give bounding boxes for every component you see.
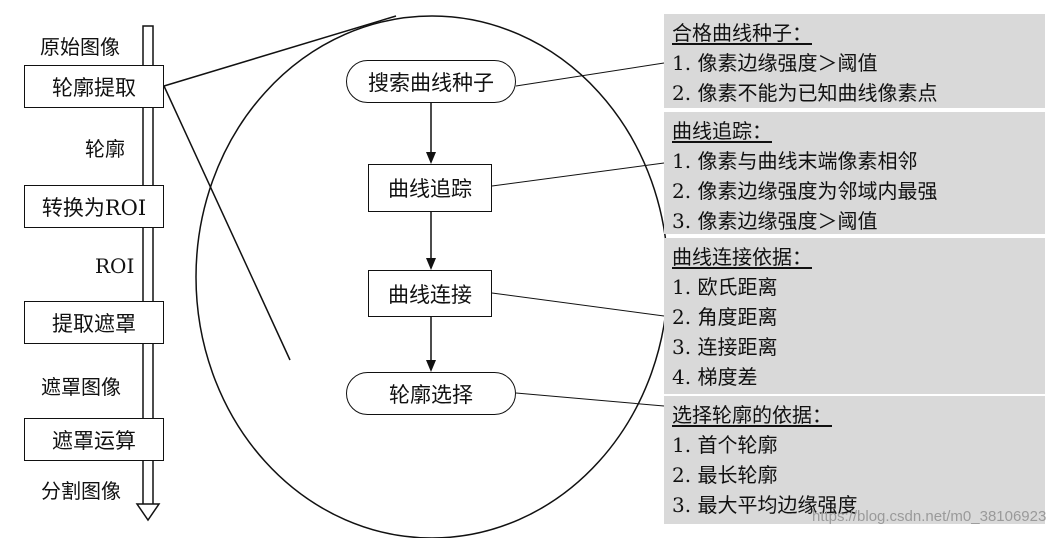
step-box-contour-extract: 轮廓提取 (24, 65, 164, 108)
panel-title: 曲线追踪： (672, 119, 772, 143)
leader-line-1 (515, 62, 665, 87)
panel-item: 3. 连接距离 (672, 335, 778, 359)
panel-selection-criteria: 选择轮廓的依据： 1. 首个轮廓 2. 最长轮廓 3. 最大平均边缘强度 (664, 396, 1045, 524)
watermark: https://blog.csdn.net/m0_38106923 (812, 508, 1047, 525)
node-contour-select: 轮廓选择 (346, 372, 516, 415)
label-roi: ROI (95, 254, 135, 278)
panel-item: 2. 最长轮廓 (672, 463, 778, 487)
panel-title: 曲线连接依据： (672, 245, 812, 269)
panel-item: 1. 首个轮廓 (672, 433, 778, 457)
panel-item: 1. 欧氏距离 (672, 275, 778, 299)
node-search-seed: 搜索曲线种子 (346, 60, 516, 103)
node-curve-tracking: 曲线追踪 (368, 164, 492, 212)
panel-title: 选择轮廓的依据： (672, 403, 832, 427)
panel-item: 1. 像素边缘强度＞阈值 (672, 51, 878, 75)
step-box-convert-roi: 转换为ROI (24, 185, 164, 228)
label-segmented-image: 分割图像 (41, 479, 121, 503)
flow-bar-arrowhead (135, 503, 161, 522)
panel-item: 4. 梯度差 (672, 365, 758, 389)
panel-seed-criteria: 合格曲线种子： 1. 像素边缘强度＞阈值 2. 像素不能为已知曲线像素点 (664, 14, 1045, 108)
label-mask-image: 遮罩图像 (41, 375, 121, 399)
step-box-mask-operation: 遮罩运算 (24, 418, 164, 461)
panel-connection-criteria: 曲线连接依据： 1. 欧氏距离 2. 角度距离 3. 连接距离 4. 梯度差 (664, 238, 1045, 394)
arrowhead-3 (426, 360, 436, 372)
panel-item: 2. 角度距离 (672, 305, 778, 329)
panel-item: 3. 最大平均边缘强度 (672, 493, 858, 517)
label-original-image: 原始图像 (40, 35, 120, 59)
panel-item: 3. 像素边缘强度＞阈值 (672, 209, 878, 233)
leader-line-2 (491, 162, 665, 187)
panel-title: 合格曲线种子： (672, 21, 812, 45)
step-box-extract-mask: 提取遮罩 (24, 301, 164, 344)
arrowhead-2 (426, 258, 436, 270)
leader-line-3 (491, 292, 665, 317)
leader-line-4 (515, 392, 665, 407)
panel-item: 2. 像素边缘强度为邻域内最强 (672, 179, 938, 203)
arrowhead-1 (426, 152, 436, 164)
panel-item: 1. 像素与曲线末端像素相邻 (672, 149, 918, 173)
panel-item: 2. 像素不能为已知曲线像素点 (672, 81, 938, 105)
zoom-line-top (163, 15, 397, 87)
panel-tracking-criteria: 曲线追踪： 1. 像素与曲线末端像素相邻 2. 像素边缘强度为邻域内最强 3. … (664, 112, 1045, 234)
node-curve-connect: 曲线连接 (368, 270, 492, 317)
zoom-line-bottom (163, 85, 291, 361)
label-contour: 轮廓 (85, 137, 125, 161)
